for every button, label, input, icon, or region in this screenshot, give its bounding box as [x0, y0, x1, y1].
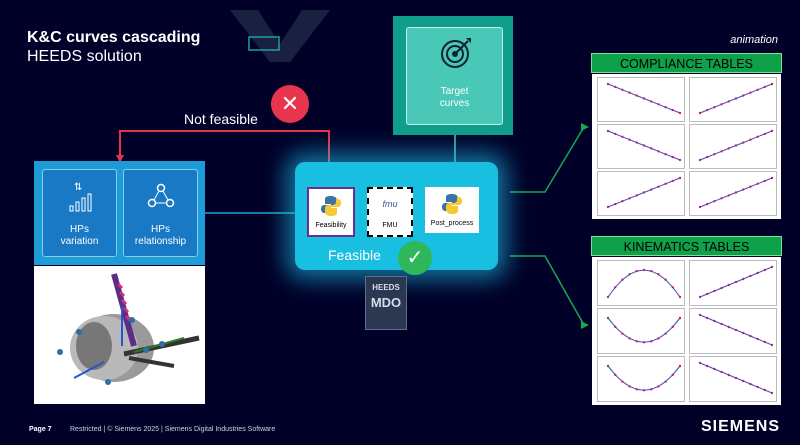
target-icon [441, 38, 471, 68]
table-thumbnail [597, 308, 685, 354]
table-thumbnail [689, 171, 777, 216]
target-line2: curves [439, 98, 470, 109]
heeds-mdo-logo: HEEDS MDO [365, 276, 407, 330]
bar-chart-icon: ⇅ [69, 182, 92, 212]
check-icon: ✓ [398, 241, 432, 275]
target-curves-panel: Target curves [393, 16, 513, 135]
hps-variation-line2: variation [60, 236, 99, 247]
animation-tag: animation [730, 34, 778, 46]
feasible-label: Feasible [328, 247, 381, 263]
page-title: K&C curves cascading [27, 29, 201, 46]
python-icon [321, 196, 341, 216]
table-thumbnail [689, 356, 777, 402]
table-thumbnail [597, 124, 685, 169]
target-curves-card[interactable]: Target curves [406, 27, 503, 125]
hps-variation-card[interactable]: ⇅ HPs variation [42, 169, 117, 257]
feasibility-label: Feasibility [315, 222, 347, 229]
page-subtitle: HEEDS solution [27, 48, 142, 65]
table-thumbnail [689, 77, 777, 122]
table-thumbnail [597, 260, 685, 306]
compliance-tables-header: COMPLIANCE TABLES [591, 53, 782, 73]
compliance-tables-body [592, 74, 781, 219]
table-thumbnail [597, 77, 685, 122]
cross-icon: ✕ [271, 85, 309, 123]
hp-panel: ⇅ HPs variation HPs relationship [34, 161, 205, 265]
table-thumbnail [689, 260, 777, 306]
target-line1: Target [440, 86, 469, 97]
siemens-logo: SIEMENS [700, 418, 780, 435]
fmu-icon: fmu [382, 199, 398, 209]
feasibility-node[interactable]: Feasibility [307, 187, 355, 237]
post-process-label: Post_process [430, 220, 474, 227]
restricted-notice: Restricted | © Siemens 2025 | Siemens Di… [70, 426, 276, 433]
heeds-line1: HEEDS [372, 283, 400, 292]
hps-relationship-line1: HPs [151, 224, 170, 235]
suspension-image [34, 266, 205, 404]
fmu-node[interactable]: fmu FMU [367, 187, 413, 237]
network-icon [147, 183, 175, 208]
svg-text:⇅: ⇅ [74, 182, 82, 193]
decorative-v-shape [230, 10, 330, 62]
not-feasible-label: Not feasible [184, 111, 258, 127]
hps-relationship-line2: relationship [134, 236, 187, 247]
kinematics-tables-body [592, 257, 781, 405]
table-thumbnail [597, 356, 685, 402]
table-thumbnail [689, 308, 777, 354]
python-icon [442, 194, 462, 214]
table-thumbnail [597, 171, 685, 216]
post-process-node[interactable]: Post_process [425, 187, 479, 233]
heeds-line2: MDO [370, 295, 402, 310]
kinematics-tables-header: KINEMATICS TABLES [591, 236, 782, 256]
page-number: Page 7 [29, 426, 52, 433]
hps-relationship-card[interactable]: HPs relationship [123, 169, 198, 257]
fmu-label: FMU [382, 222, 398, 229]
workflow-panel: Feasibility fmu FMU Post_process [295, 162, 498, 270]
table-thumbnail [689, 124, 777, 169]
hps-variation-line1: HPs [70, 224, 89, 235]
